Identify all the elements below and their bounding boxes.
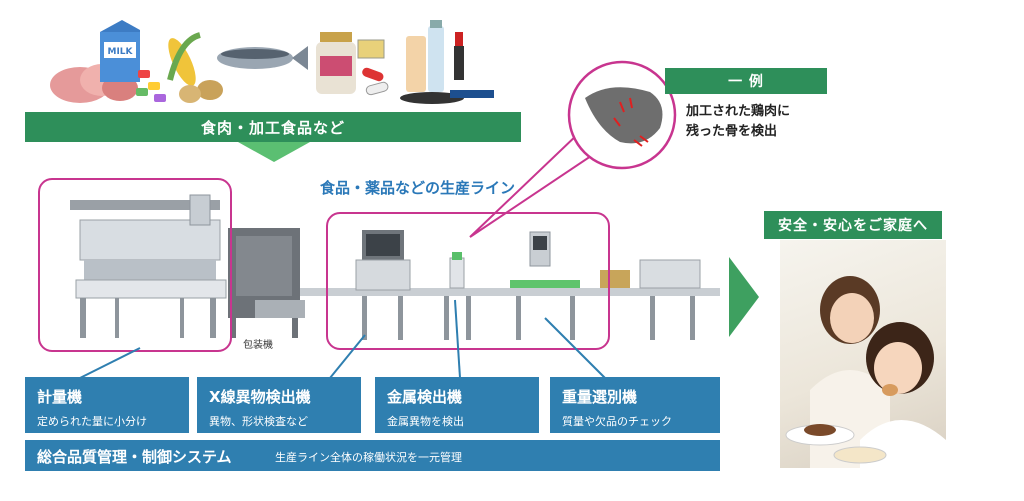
checkweigher-machine [510, 231, 580, 340]
fish-icon [217, 46, 308, 70]
weigher-box: 計量機 定められた量に小分け [25, 377, 189, 433]
metal-detector-title: 金属検出機 [387, 388, 463, 406]
system-title: 総合品質管理・制御システム [37, 448, 232, 466]
xray-subtitle: 異物、形状検査など [209, 415, 308, 428]
boxing-machine [600, 259, 701, 340]
weigher-machine [70, 194, 227, 338]
production-line-illustration [70, 194, 720, 340]
metal-detector-box: 金属検出機 金属異物を検出 [375, 377, 539, 433]
metal-detector-subtitle: 金属異物を検出 [387, 415, 464, 428]
checkweigher-title: 重量選別機 [562, 388, 638, 406]
example-banner: 一 例 [665, 68, 827, 94]
metal-detector-machine [444, 252, 471, 340]
system-subtitle: 生産ライン全体の稼働状況を一元管理 [275, 451, 462, 464]
quality-system-box: 総合品質管理・制御システム 生産ライン全体の稼働状況を一元管理 [25, 440, 720, 471]
family-photo [780, 240, 946, 468]
vegetables-icon [167, 32, 223, 103]
pill-icon [357, 39, 389, 96]
candy-icon [136, 70, 166, 102]
cosmetics-icon [400, 20, 494, 104]
milk-label: MILK [107, 47, 133, 57]
safe-home-banner: 安全・安心をご家庭へ [764, 211, 942, 239]
weigher-subtitle: 定められた量に小分け [37, 415, 147, 428]
milk-carton-icon: MILK [100, 20, 140, 82]
inspection-highlight-frame [326, 212, 610, 350]
chicken-xray-icon [585, 87, 663, 147]
xray-title: X線異物検出機 [209, 388, 311, 406]
products-illustration: MILK [50, 20, 494, 104]
production-line-title: 食品・薬品などの生産ライン [320, 179, 516, 197]
packaging-machine-label: 包装機 [243, 340, 273, 351]
checkweigher-subtitle: 質量や欠品のチェック [562, 415, 672, 428]
xray-box: X線異物検出機 異物、形状検査など [197, 377, 361, 433]
example-description: 加工された鶏肉に 残った骨を検出 [686, 104, 791, 139]
packaging-machine [228, 228, 305, 338]
down-arrow-icon [238, 142, 310, 162]
checkweigher-box: 重量選別機 質量や欠品のチェック [550, 377, 720, 433]
right-arrow-icon [729, 257, 759, 337]
xray-machine [355, 230, 411, 340]
food-category-banner: 食肉・加工食品など [25, 112, 521, 142]
weigher-title: 計量機 [37, 388, 83, 406]
medicine-bottle-icon [316, 32, 356, 94]
